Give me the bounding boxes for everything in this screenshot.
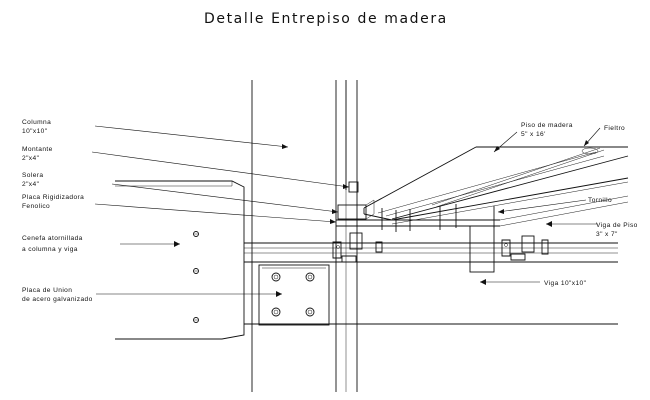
label-placa-rigidizadora: Placa Rigidizadora — [22, 194, 84, 201]
plate-bolt — [271, 272, 315, 317]
floor-joists — [349, 225, 535, 273]
label-cenefa: Cenefa atornillada — [22, 235, 83, 242]
label-solera: Solera — [22, 172, 43, 179]
callout-labels: Columna 10"x10" Montante 2"x4" Solera 2"… — [22, 119, 638, 303]
floor-boards — [336, 146, 629, 227]
label-viga-piso: Viga de Piso — [596, 222, 638, 229]
label-cenefa-2: a columna y viga — [22, 246, 78, 253]
screws — [381, 204, 495, 232]
column — [251, 80, 358, 392]
drawing-title: Detalle Entrepiso de madera — [204, 11, 448, 27]
label-piso-size: 5" x 16' — [521, 131, 546, 138]
label-fieltro: Fieltro — [604, 125, 625, 132]
label-placa-union: Placa de Union — [22, 287, 72, 294]
label-viga: Viga 10"x10" — [544, 280, 587, 287]
label-montante: Montante — [22, 146, 53, 153]
placa-union-plate — [258, 264, 330, 326]
label-columna-size: 10"x10" — [22, 128, 48, 135]
label-fenolico: Fenolico — [22, 203, 50, 210]
label-solera-size: 2"x4" — [22, 181, 40, 188]
label-tornillo: Tornillo — [588, 197, 612, 204]
joist-hangers — [332, 239, 549, 263]
montante-stud — [345, 80, 359, 193]
label-placa-union-2: de acero galvanizado — [22, 296, 93, 303]
main-beam — [244, 242, 618, 325]
label-viga-piso-size: 3" x 7" — [596, 231, 618, 238]
label-piso: Piso de madera — [521, 122, 573, 129]
label-columna: Columna — [22, 119, 51, 126]
solera-plate — [337, 199, 375, 220]
label-montante-size: 2"x4" — [22, 155, 40, 162]
leader-lines — [91, 125, 601, 297]
cenefa-fascia — [115, 180, 245, 340]
